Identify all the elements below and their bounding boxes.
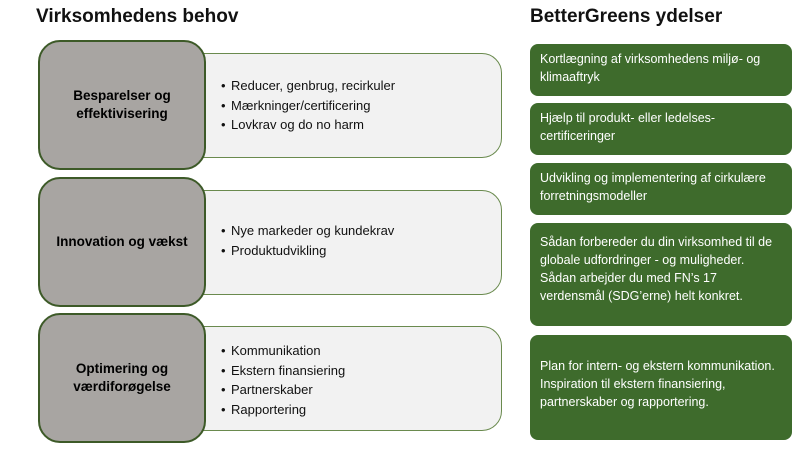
right-heading: BetterGreens ydelser xyxy=(530,6,723,27)
bullet-item: Ekstern finansiering xyxy=(221,361,345,381)
service-box-3: Udvikling og implementering af cirkulære… xyxy=(530,163,792,215)
need-category-1: Besparelser og effektivisering xyxy=(38,40,206,170)
bullet-item: Lovkrav og do no harm xyxy=(221,115,395,135)
need-category-2: Innovation og vækst xyxy=(38,177,206,307)
needs-panel-1: Reducer, genbrug, recirkuler Mærkninger/… xyxy=(160,53,502,158)
bullet-item: Produktudvikling xyxy=(221,241,394,261)
service-box-1: Kortlægning af virksomhedens miljø- og k… xyxy=(530,44,792,96)
need-category-3: Optimering og værdiforøgelse xyxy=(38,313,206,443)
needs-bullets-2: Nye markeder og kundekrav Produktudvikli… xyxy=(221,221,394,260)
service-box-4: Sådan forbereder du din virksomhed til d… xyxy=(530,223,792,326)
left-heading: Virksomhedens behov xyxy=(36,6,239,27)
need-category-title: Besparelser og effektivisering xyxy=(73,88,171,121)
service-box-2: Hjælp til produkt- eller ledelses-certif… xyxy=(530,103,792,155)
bullet-item: Mærkninger/certificering xyxy=(221,96,395,116)
needs-panel-3: Kommunikation Ekstern finansiering Partn… xyxy=(160,326,502,431)
need-category-title: Innovation og vækst xyxy=(56,234,188,249)
service-box-5: Plan for intern- og ekstern kommunikatio… xyxy=(530,335,792,440)
bullet-item: Reducer, genbrug, recirkuler xyxy=(221,76,395,96)
bullet-item: Rapportering xyxy=(221,400,345,420)
bullet-item: Nye markeder og kundekrav xyxy=(221,221,394,241)
needs-bullets-1: Reducer, genbrug, recirkuler Mærkninger/… xyxy=(221,76,395,135)
need-category-title: Optimering og værdiforøgelse xyxy=(73,361,171,394)
bullet-item: Partnerskaber xyxy=(221,380,345,400)
needs-bullets-3: Kommunikation Ekstern finansiering Partn… xyxy=(221,341,345,419)
needs-panel-2: Nye markeder og kundekrav Produktudvikli… xyxy=(160,190,502,295)
bullet-item: Kommunikation xyxy=(221,341,345,361)
